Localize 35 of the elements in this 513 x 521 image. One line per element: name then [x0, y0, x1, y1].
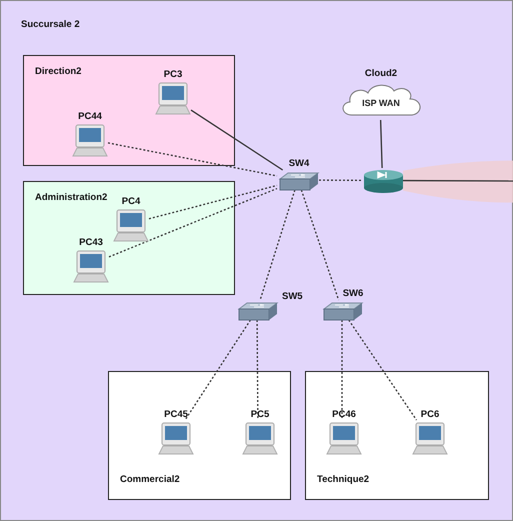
network-link [184, 320, 251, 420]
device-label: PC6 [420, 409, 440, 420]
department-box [23, 55, 235, 166]
network-link [380, 120, 383, 168]
device-label: PC43 [79, 237, 103, 248]
network-link [108, 188, 278, 258]
device-label: SW6 [342, 288, 364, 299]
department-box [305, 371, 489, 500]
network-link [341, 320, 343, 420]
network-link [300, 190, 340, 300]
department-box [108, 371, 291, 500]
network-link [256, 320, 259, 420]
device-label: SW4 [288, 158, 310, 169]
department-box [23, 181, 235, 295]
device-label: Cloud2 [364, 68, 398, 79]
device-label: PC3 [164, 69, 182, 80]
network-link [108, 142, 278, 177]
network-link [319, 179, 362, 182]
device-label: PC45 [164, 409, 188, 420]
network-link [403, 180, 513, 182]
device-label: PC44 [78, 111, 102, 122]
group-title: Succursale 2 [21, 19, 80, 30]
device-label: PC46 [332, 409, 356, 420]
network-link [260, 190, 296, 300]
group-title: Direction2 [35, 66, 82, 77]
network-link [190, 110, 284, 171]
group-title: Administration2 [35, 192, 108, 203]
device-label: PC5 [250, 409, 270, 420]
device-label: SW5 [282, 291, 303, 302]
group-title: Commercial2 [120, 474, 180, 485]
device-label: PC4 [122, 196, 140, 207]
network-link [348, 320, 418, 420]
group-title: Technique2 [317, 474, 370, 485]
network-link [148, 184, 278, 220]
cloud-label: ISP WAN [362, 98, 400, 108]
